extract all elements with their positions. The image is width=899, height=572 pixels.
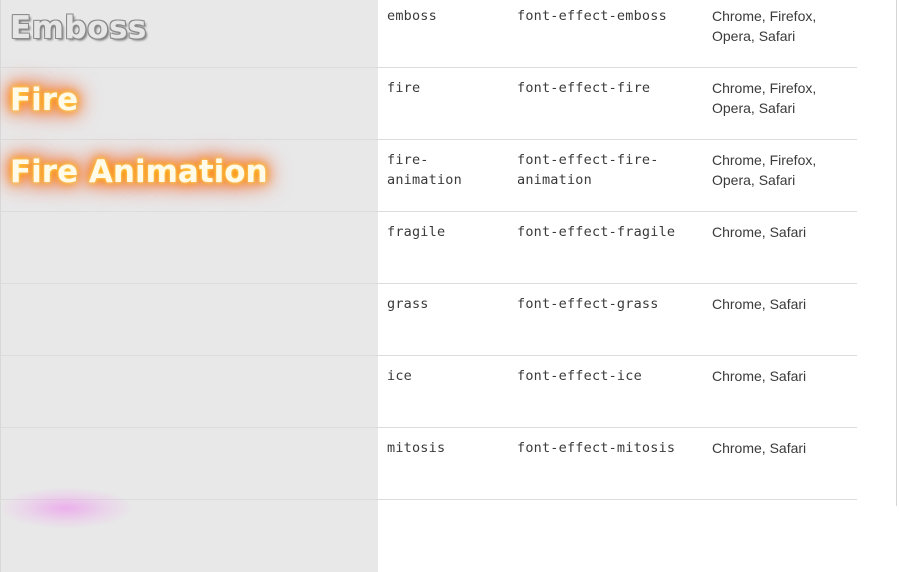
- effect-name: mitosis: [387, 440, 446, 456]
- browser-support: Chrome, Firefox, Opera, Safari: [712, 80, 817, 116]
- effect-class-name: font-effect-ice: [517, 368, 642, 384]
- browser-support: Chrome, Safari: [712, 224, 807, 240]
- effect-preview-cell: [0, 428, 378, 499]
- effect-class-name: font-effect-mitosis: [517, 440, 676, 456]
- effect-name: fire- animation: [387, 152, 462, 188]
- table-row: grass font-effect-grass Chrome, Safari: [0, 284, 857, 356]
- effect-preview-cell: Fire: [0, 68, 378, 139]
- table-row: Emboss emboss font-effect-emboss Chrome,…: [0, 0, 857, 68]
- effect-name: fire: [387, 80, 421, 96]
- effect-preview-cell: [0, 356, 378, 427]
- table-row: [0, 488, 857, 572]
- effect-preview-cell: Emboss: [0, 0, 378, 67]
- browser-support: Chrome, Safari: [712, 440, 807, 456]
- effect-preview-cell: Fire Animation: [0, 140, 378, 211]
- effect-preview-cell: [0, 488, 378, 572]
- effect-class-name: font-effect-fragile: [517, 224, 676, 240]
- font-effects-table: Emboss emboss font-effect-emboss Chrome,…: [0, 0, 857, 572]
- fire-animation-preview-text: Fire Animation: [10, 154, 268, 190]
- mitosis-glow-preview: [1, 488, 131, 528]
- fire-preview-text: Fire: [10, 82, 79, 118]
- browser-support: Chrome, Firefox, Opera, Safari: [712, 152, 817, 188]
- effect-name: grass: [387, 296, 429, 312]
- table-row: ice font-effect-ice Chrome, Safari: [0, 356, 857, 428]
- browser-support: Chrome, Safari: [712, 368, 807, 384]
- table-row: Fire Animation fire- animation font-effe…: [0, 140, 857, 212]
- effect-name: fragile: [387, 224, 446, 240]
- effect-name: ice: [387, 368, 412, 384]
- table-row: fragile font-effect-fragile Chrome, Safa…: [0, 212, 857, 284]
- table-row: Fire fire font-effect-fire Chrome, Firef…: [0, 68, 857, 140]
- effect-class-name: font-effect-fire- animation: [517, 152, 659, 188]
- emboss-preview-text: Emboss: [10, 10, 147, 46]
- table-row: mitosis font-effect-mitosis Chrome, Safa…: [0, 428, 857, 500]
- effect-name: emboss: [387, 8, 437, 24]
- browser-support: Chrome, Safari: [712, 296, 807, 312]
- effect-preview-cell: [0, 284, 378, 355]
- effect-class-name: font-effect-emboss: [517, 8, 667, 24]
- page-edge-divider: [896, 0, 897, 506]
- effect-class-name: font-effect-grass: [517, 296, 659, 312]
- browser-support: Chrome, Firefox, Opera, Safari: [712, 8, 817, 44]
- effect-preview-cell: [0, 212, 378, 283]
- effect-class-name: font-effect-fire: [517, 80, 651, 96]
